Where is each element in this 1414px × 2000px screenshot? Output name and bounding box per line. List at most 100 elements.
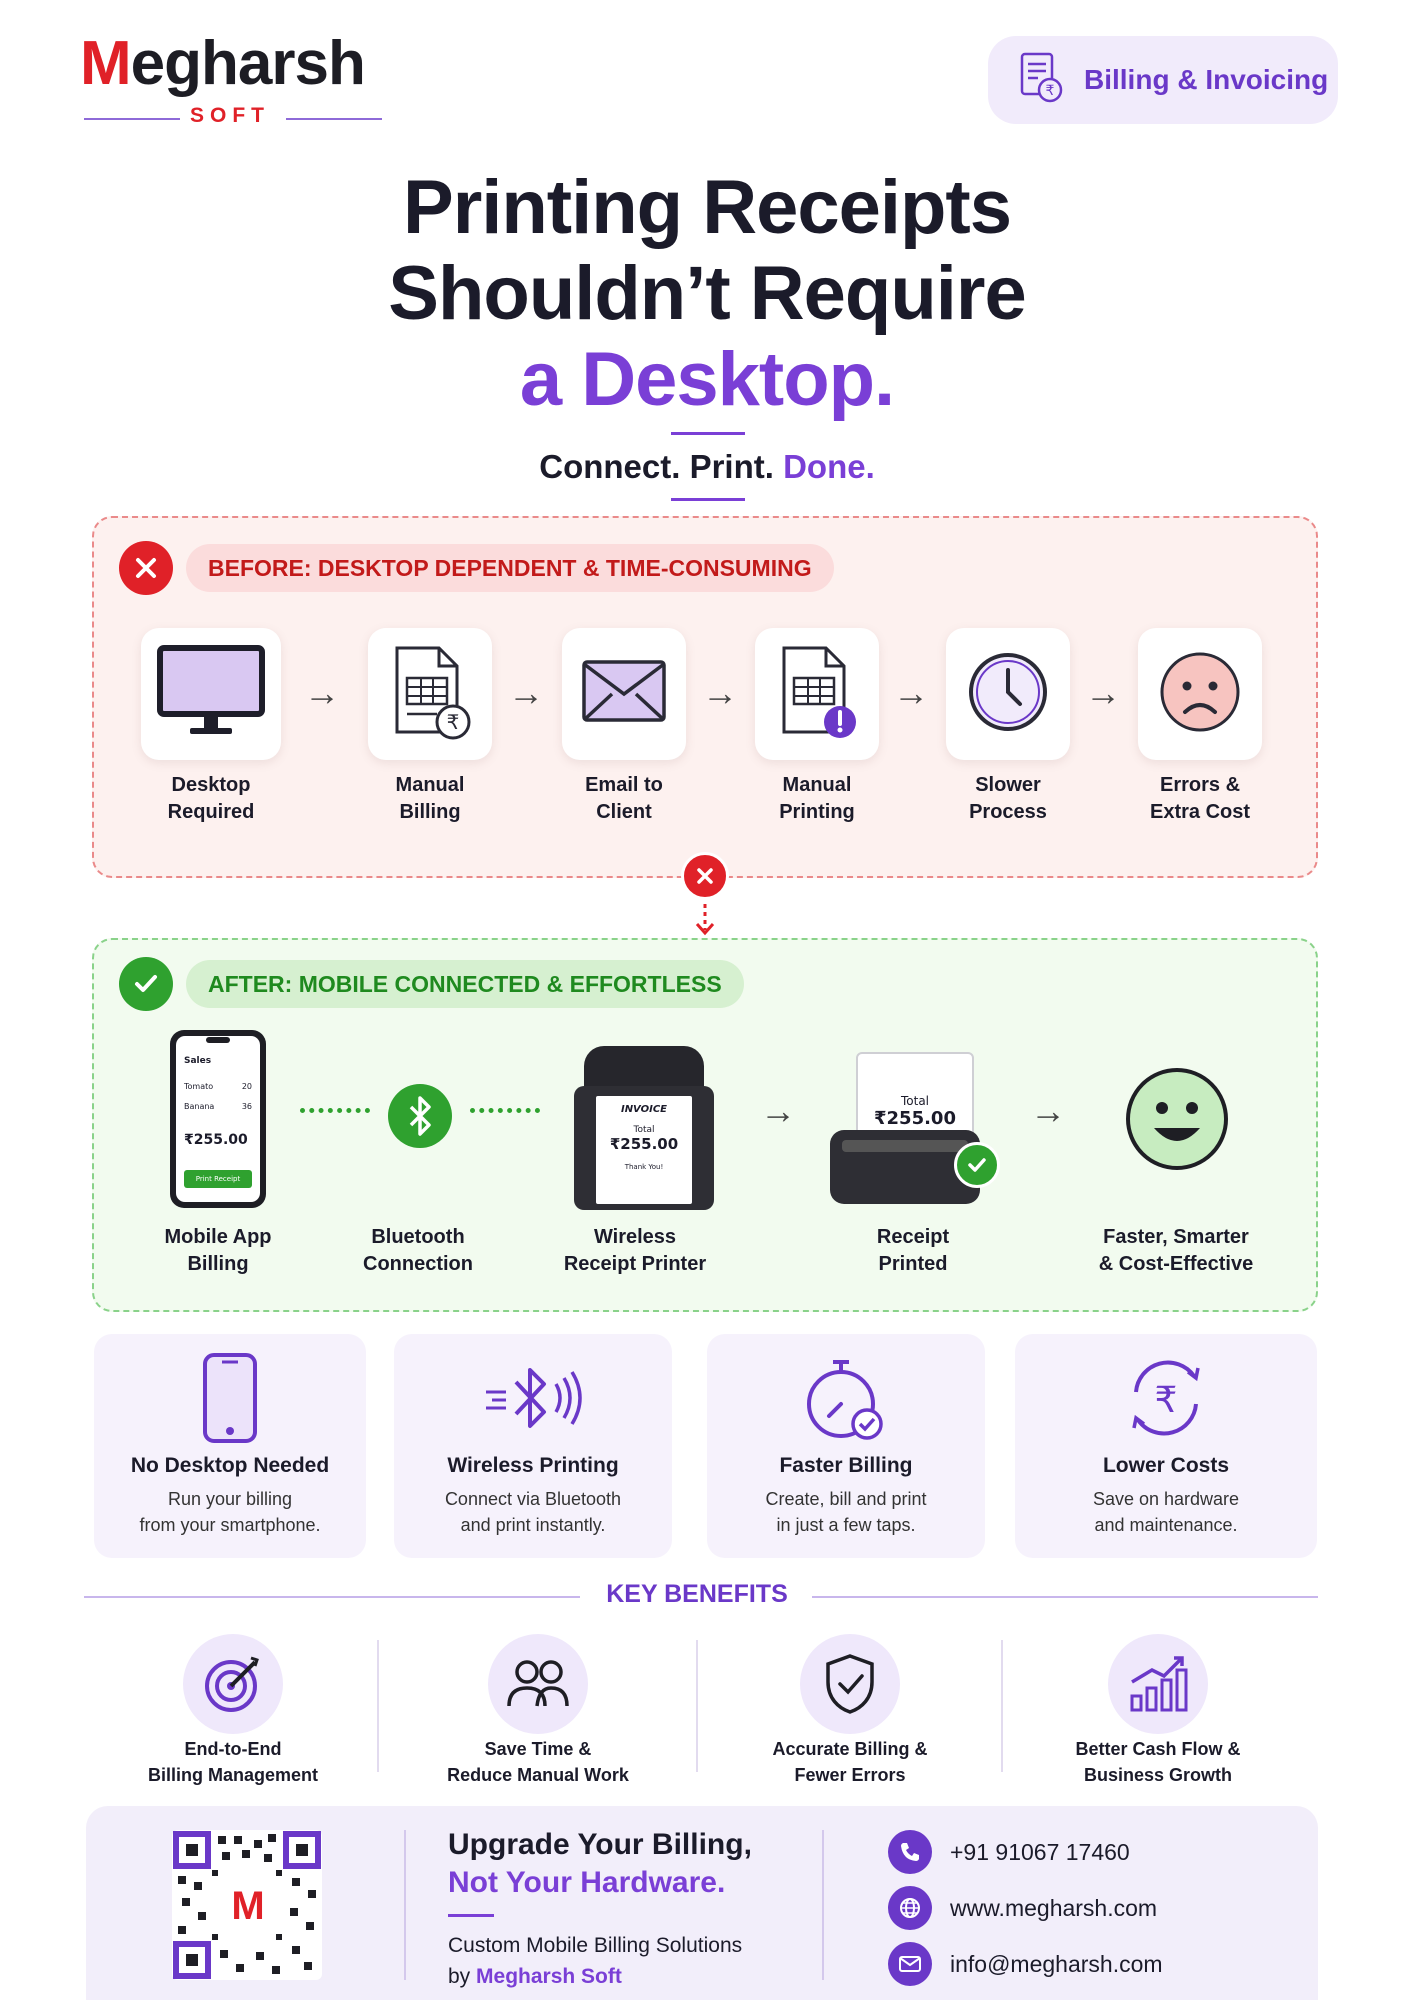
bluetooth-icon	[388, 1084, 452, 1148]
phone-item: Tomato	[184, 1082, 214, 1091]
growth-chart-icon	[1108, 1634, 1208, 1734]
kb-separator	[1001, 1640, 1003, 1772]
phone-illustration: Sales Tomato 20 Banana 36 ₹255.00 Print …	[170, 1030, 266, 1208]
rupee-invoice-icon: ₹	[385, 642, 475, 747]
website-link: www.megharsh.com	[950, 1894, 1158, 1921]
arrow-down-icon	[694, 902, 716, 941]
phone-qty: 20	[241, 1082, 252, 1091]
footer-separator	[822, 1830, 824, 1980]
users-icon	[488, 1634, 588, 1734]
kb-separator	[696, 1640, 698, 1772]
brand-initial: M	[80, 29, 132, 98]
kb-separator	[377, 1640, 379, 1772]
badge-label: Billing & Invoicing	[1084, 64, 1329, 95]
phone-number: +91 91067 17460	[950, 1838, 1130, 1865]
x-icon	[681, 852, 729, 900]
contact-phone[interactable]: +91 91067 17460	[888, 1830, 1130, 1874]
arrow-right-icon: →	[304, 672, 340, 713]
contact-web[interactable]: www.megharsh.com	[888, 1886, 1157, 1930]
step-email	[562, 628, 686, 760]
step-slower	[946, 628, 1070, 760]
envelope-icon	[581, 659, 667, 730]
connection-dots	[300, 1108, 370, 1113]
receipt-total: ₹255.00	[874, 1108, 956, 1129]
tagline-part: Connect. Print.	[539, 448, 774, 485]
globe-icon	[888, 1886, 932, 1930]
feature-title: Faster Billing	[779, 1454, 913, 1477]
print-receipt-button[interactable]: Print Receipt	[184, 1170, 252, 1188]
arrow-right-icon: →	[702, 672, 738, 713]
receipt-printer-illustration: INVOICE Total ₹255.00 Thank You!	[574, 1046, 714, 1210]
x-icon	[119, 541, 173, 595]
benefit-label: Save Time &Reduce Manual Work	[447, 1739, 629, 1785]
phone-total: ₹255.00	[184, 1132, 248, 1148]
feature-title: No Desktop Needed	[130, 1454, 330, 1477]
step-label: Errors &Extra Cost	[1149, 774, 1251, 823]
connection-dots	[470, 1108, 540, 1113]
check-icon	[954, 1142, 1000, 1188]
invoice-alert-icon	[772, 642, 862, 747]
happy-face-icon	[1124, 1066, 1230, 1177]
brand-logo: Megharsh	[80, 28, 366, 99]
qr-logo: M	[231, 1884, 265, 1928]
after-heading: AFTER: MOBILE CONNECTED & EFFORTLESS	[186, 960, 744, 1008]
contact-email[interactable]: info@megharsh.com	[888, 1942, 1163, 1986]
hero-title-line3: a Desktop.	[519, 337, 895, 422]
shield-check-icon	[800, 1634, 900, 1734]
logo-divider-right	[286, 118, 382, 120]
kb-divider-right	[812, 1596, 1318, 1598]
brand-tag: SOFT	[190, 104, 270, 127]
step-errors	[1138, 628, 1262, 760]
step-desktop	[141, 628, 281, 760]
hero-divider-top	[671, 432, 745, 435]
footer-separator	[404, 1830, 406, 1980]
svg-text:₹: ₹	[447, 710, 460, 734]
mail-icon	[888, 1942, 932, 1986]
phone-notch	[206, 1037, 230, 1043]
tagline-accent: Done.	[783, 448, 875, 485]
step-manual-printing	[755, 628, 879, 760]
monitor-icon	[156, 644, 266, 745]
before-heading: BEFORE: DESKTOP DEPENDENT & TIME-CONSUMI…	[186, 544, 834, 592]
step-manual-billing: ₹	[368, 628, 492, 760]
check-icon	[119, 957, 173, 1011]
cta-line2: Not Your Hardware.	[448, 1866, 726, 1899]
clock-icon	[966, 650, 1050, 739]
email-link: info@megharsh.com	[950, 1950, 1163, 1977]
target-icon	[183, 1634, 283, 1734]
hero-title-line2: Shouldn’t Require	[388, 251, 1026, 336]
rupee-cycle-icon: ₹	[1118, 1352, 1214, 1449]
qr-code[interactable]: M	[172, 1830, 322, 1980]
logo-divider-left	[84, 118, 180, 120]
arrow-right-icon: →	[893, 672, 929, 713]
category-badge: ₹ Billing & Invoicing	[988, 36, 1338, 124]
invoice-total-label: Total	[633, 1125, 655, 1135]
key-benefits-title: KEY BENEFITS	[606, 1580, 788, 1608]
arrow-right-icon: →	[1030, 1090, 1066, 1131]
arrow-right-icon: →	[760, 1090, 796, 1131]
arrow-right-icon: →	[508, 672, 544, 713]
bluetooth-signal-icon	[478, 1352, 588, 1449]
phone-icon	[888, 1830, 932, 1874]
hero-tagline: Connect. Print. Done.	[0, 448, 1414, 486]
hero-divider-bottom	[671, 498, 745, 501]
printed-receipt-illustration: Total ₹255.00	[830, 1052, 1002, 1208]
phone-title: Sales	[184, 1056, 212, 1066]
hero-title-line1: Printing Receipts	[403, 165, 1012, 250]
phone-item: Banana	[184, 1102, 215, 1111]
brand-name: egharsh	[130, 29, 366, 98]
